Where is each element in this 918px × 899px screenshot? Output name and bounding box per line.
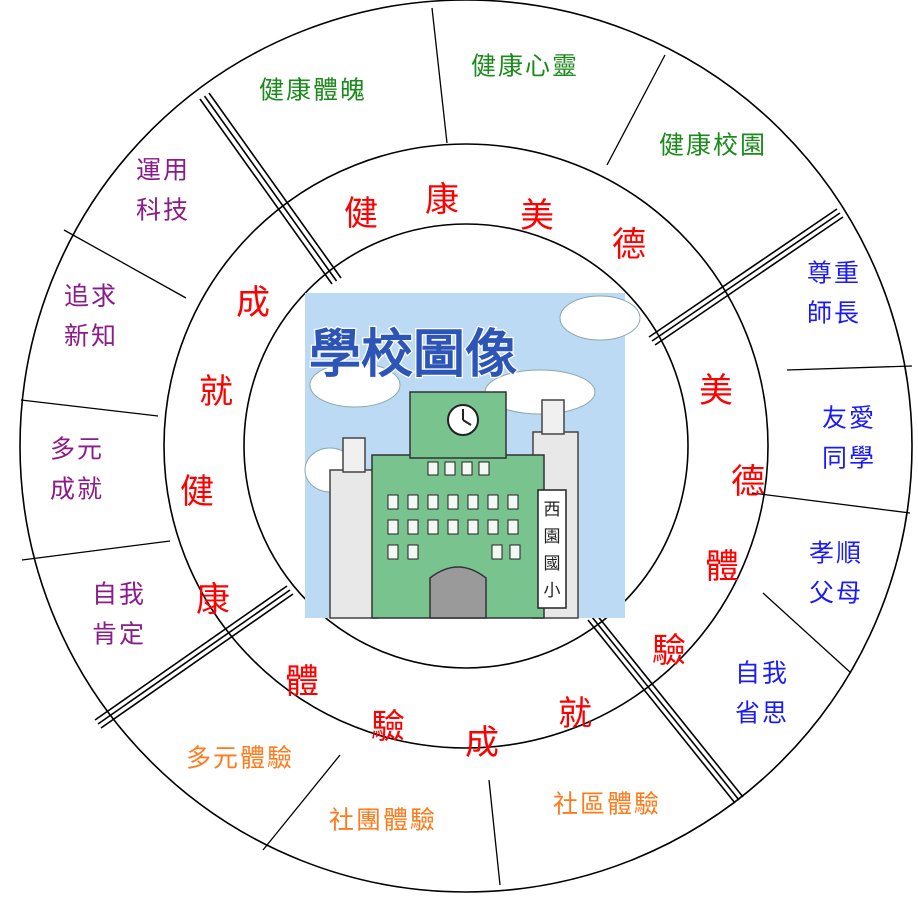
outer-item-label: 健康校園 bbox=[659, 131, 767, 160]
outer-item-label: 父母 bbox=[809, 579, 863, 608]
school-sign-char: 國 bbox=[544, 554, 561, 574]
outer-item-label: 新知 bbox=[64, 322, 118, 351]
outer-item-label: 同學 bbox=[822, 444, 876, 473]
outer-item-label: 孝順 bbox=[809, 539, 863, 568]
outer-labels: 健康體魄健康心靈健康校園尊重師長友愛同學孝順父母自我省思社區體驗社團體驗多元體驗… bbox=[50, 52, 876, 835]
separator-bottom-left bbox=[94, 585, 294, 729]
right-tower-top bbox=[541, 399, 565, 435]
outer-item-label: 自我 bbox=[735, 659, 789, 688]
outer-item-label: 社團體驗 bbox=[329, 806, 437, 835]
outer-item-community-experience: 社區體驗 bbox=[553, 790, 661, 819]
outer-item-healthy-body: 健康體魄 bbox=[259, 76, 367, 105]
left-tower-top bbox=[342, 437, 366, 473]
ring-char-experience: 體 bbox=[285, 662, 319, 702]
ring-char-virtue: 德 bbox=[731, 462, 765, 502]
ring-char-health: 美 bbox=[520, 196, 554, 236]
outer-item-healthy-campus: 健康校園 bbox=[659, 131, 767, 160]
cloud bbox=[559, 295, 641, 341]
outer-item-label: 友愛 bbox=[822, 404, 876, 433]
ring-char-virtue: 驗 bbox=[652, 631, 686, 671]
ring-char-virtue: 體 bbox=[705, 547, 739, 587]
outer-item-label: 自我 bbox=[92, 580, 146, 609]
school-illustration bbox=[304, 293, 641, 619]
outer-item-label: 運用 bbox=[136, 156, 190, 185]
outer-item-label: 多元 bbox=[50, 435, 104, 464]
outer-item-label: 健康體魄 bbox=[259, 76, 367, 105]
outer-item-diverse-experience: 多元體驗 bbox=[186, 744, 294, 773]
outer-item-label: 健康心靈 bbox=[471, 52, 579, 81]
outer-item-label: 追求 bbox=[64, 282, 118, 311]
ring-char-health: 健 bbox=[344, 194, 378, 234]
ring-char-achievement: 就 bbox=[199, 372, 233, 412]
outer-item-label: 多元體驗 bbox=[186, 744, 294, 773]
ring-characters: 健康美德美德體驗體驗成就成就健康 bbox=[180, 180, 765, 763]
outer-item-label: 尊重 bbox=[807, 259, 861, 288]
separator-right-top bbox=[648, 208, 844, 346]
outer-item-label: 省思 bbox=[735, 699, 789, 728]
middle-ring bbox=[163, 143, 769, 749]
outer-item-club-experience: 社團體驗 bbox=[329, 806, 437, 835]
building-windows bbox=[387, 461, 521, 560]
school-sign-board bbox=[537, 489, 567, 609]
school-sign-char: 西 bbox=[544, 500, 561, 520]
inner-ring bbox=[243, 223, 689, 669]
ring-char-experience: 驗 bbox=[371, 707, 405, 747]
ring-char-achievement: 成 bbox=[236, 283, 270, 323]
ring-char-virtue: 美 bbox=[699, 371, 733, 411]
ring-char-experience: 就 bbox=[558, 694, 592, 734]
outer-dividers bbox=[20, 7, 913, 886]
ring-char-achievement: 康 bbox=[196, 580, 230, 620]
section-separators bbox=[94, 92, 844, 804]
ring-char-achievement: 健 bbox=[180, 472, 214, 512]
outer-item-label: 成就 bbox=[50, 475, 104, 504]
entrance bbox=[429, 566, 487, 619]
outer-item-label: 肯定 bbox=[92, 620, 146, 649]
separator-bottom-right bbox=[587, 613, 744, 804]
left-tower bbox=[329, 469, 379, 619]
school-sign-char: 小 bbox=[544, 581, 561, 601]
outer-item-label: 社區體驗 bbox=[553, 790, 661, 819]
separator-top-left bbox=[199, 92, 342, 285]
school-sign-char: 園 bbox=[544, 527, 561, 547]
cloud bbox=[309, 362, 401, 408]
outer-item-label: 科技 bbox=[136, 196, 190, 225]
ring-char-experience: 成 bbox=[465, 723, 499, 763]
ring-char-health: 康 bbox=[425, 180, 459, 220]
ring-char-health: 德 bbox=[612, 225, 646, 265]
center-title: 學校圖像 bbox=[309, 324, 517, 385]
outer-item-healthy-mind: 健康心靈 bbox=[471, 52, 579, 81]
outer-item-label: 師長 bbox=[807, 299, 861, 328]
